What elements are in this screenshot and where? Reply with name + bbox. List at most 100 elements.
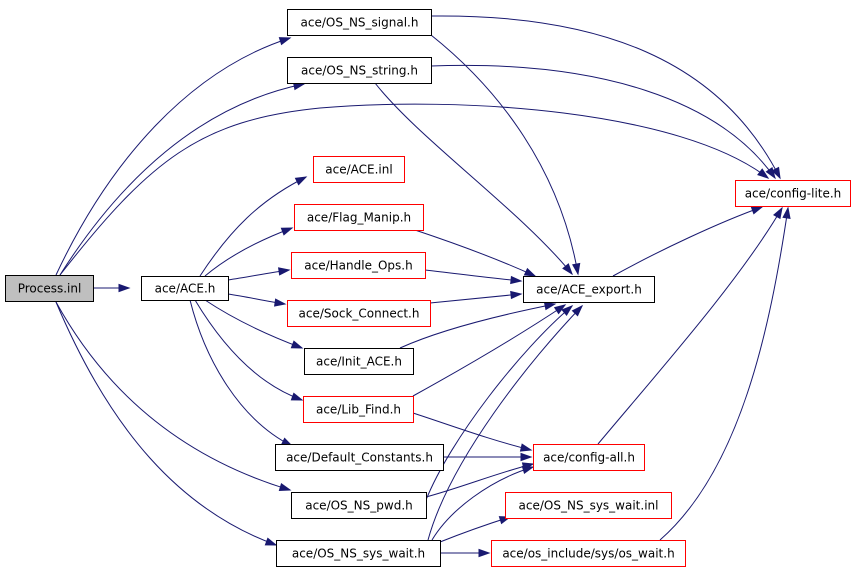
node-label: ace/config-all.h [543, 451, 635, 465]
node-box [291, 492, 427, 519]
edge-arrowhead [519, 443, 533, 452]
edge-ace-h-to-sock-connect-h [227, 293, 287, 307]
node-label: ace/OS_NS_string.h [301, 64, 418, 78]
edge-process-inl-to-os-ns-signal-h [55, 37, 292, 276]
edge-sock-connect-h-to-ace-export-h [429, 290, 523, 304]
edge-arrowhead [765, 166, 776, 180]
edge-arrowhead [264, 537, 278, 546]
edge-arrowhead [562, 263, 573, 276]
edge-arrowhead [523, 267, 537, 277]
edge-line [439, 516, 511, 543]
edge-arrowhead [278, 482, 292, 492]
edge-arrowhead [572, 262, 581, 276]
edge-line [199, 176, 307, 277]
node-ace-h[interactable]: ace/ACE.h [141, 276, 229, 301]
node-default-constants-h[interactable]: ace/Default_Constants.h [275, 444, 444, 471]
edge-ace-h-to-handle-ops-h [227, 267, 291, 281]
node-box [275, 444, 444, 471]
edge-os-ns-pwd-h-to-ace-export-h [425, 305, 574, 501]
node-sock-connect-h[interactable]: ace/Sock_Connect.h [287, 300, 431, 327]
node-box [291, 252, 426, 279]
edge-arrowhead [278, 267, 291, 276]
edge-arrowhead [274, 298, 287, 307]
node-box [5, 275, 94, 302]
node-os-ns-sys-wait-h[interactable]: ace/OS_NS_sys_wait.h [276, 540, 441, 567]
node-label: ace/config-lite.h [745, 187, 842, 201]
node-box [294, 204, 424, 231]
edge-arrowhead [290, 340, 304, 349]
edge-os-ns-string-h-to-config-lite-h [430, 64, 776, 180]
edge-os-ns-sys-wait-h-to-os-wait-h [440, 548, 491, 558]
edge-line [399, 303, 556, 349]
node-ace-export-h[interactable]: ace/ACE_export.h [523, 276, 655, 303]
edge-line [425, 305, 573, 501]
edge-arrowhead [773, 206, 783, 220]
edge-arrowhead [782, 206, 791, 219]
edge-line [597, 207, 783, 445]
edge-init-ace-h-to-ace-export-h [399, 301, 557, 349]
edge-process-inl-to-os-ns-string-h [59, 81, 306, 276]
edge-arrowhead [561, 305, 574, 316]
node-label: ace/Lib_Find.h [316, 403, 401, 417]
edge-ace-h-to-ace-inl [199, 176, 308, 277]
edge-line [412, 412, 532, 451]
node-os-ns-signal-h[interactable]: ace/OS_NS_signal.h [287, 9, 432, 36]
node-label: ace/OS_NS_sys_wait.inl [519, 499, 659, 513]
node-box [303, 396, 414, 423]
edge-arrowhead [118, 283, 131, 293]
edge-line [430, 15, 781, 179]
node-label: ace/OS_NS_sys_wait.h [292, 547, 425, 561]
edge-line [427, 305, 583, 541]
edge-line [59, 103, 769, 276]
edge-line [204, 227, 293, 277]
edge-ace-h-to-init-ace-h [204, 299, 304, 349]
edge-line [612, 206, 763, 277]
edge-arrowhead [520, 452, 533, 462]
node-box [491, 540, 686, 567]
node-box [313, 156, 405, 183]
edge-arrowhead [290, 392, 304, 401]
node-box [523, 276, 655, 303]
edge-os-wait-h-to-config-lite-h [659, 206, 791, 541]
node-label: ace/OS_NS_signal.h [301, 16, 419, 30]
node-box [304, 348, 414, 375]
edge-arrowhead [750, 206, 764, 215]
node-os-ns-pwd-h[interactable]: ace/OS_NS_pwd.h [291, 492, 427, 519]
edge-os-ns-signal-h-to-config-lite-h [430, 15, 781, 180]
edge-os-ns-sys-wait-h-to-ace-export-h [427, 304, 584, 541]
node-label: ace/Init_ACE.h [316, 355, 402, 369]
edge-lib-find-h-to-config-all-h [412, 412, 533, 452]
node-box [735, 180, 851, 207]
node-label: ace/os_include/sys/os_wait.h [502, 547, 674, 561]
node-os-ns-string-h[interactable]: ace/OS_NS_string.h [287, 57, 432, 84]
edge-arrowhead [510, 275, 523, 285]
node-os-ns-sys-wait-inl[interactable]: ace/OS_NS_sys_wait.inl [505, 492, 672, 519]
node-handle-ops-h[interactable]: ace/Handle_Ops.h [291, 252, 426, 279]
node-label: ace/Handle_Ops.h [304, 259, 412, 273]
edge-arrowhead [771, 166, 781, 180]
edge-line [431, 466, 534, 541]
edge-ace-h-to-lib-find-h [194, 299, 304, 401]
edge-config-all-h-to-config-lite-h [597, 206, 783, 445]
node-init-ace-h[interactable]: ace/Init_ACE.h [304, 348, 414, 375]
edge-lib-find-h-to-ace-export-h [412, 304, 567, 397]
node-config-all-h[interactable]: ace/config-all.h [533, 444, 645, 471]
edge-arrowhead [280, 227, 294, 236]
node-process-inl[interactable]: Process.inl [5, 275, 94, 302]
node-label: ace/OS_NS_pwd.h [305, 499, 413, 513]
edge-line [429, 293, 522, 304]
node-box [276, 540, 441, 567]
node-box [287, 9, 432, 36]
node-lib-find-h[interactable]: ace/Lib_Find.h [303, 396, 414, 423]
node-ace-inl[interactable]: ace/ACE.inl [313, 156, 405, 183]
node-config-lite-h[interactable]: ace/config-lite.h [735, 180, 851, 207]
edge-arrowhead [510, 290, 523, 300]
edge-line [55, 37, 291, 276]
edge-line [374, 82, 573, 275]
node-label: ace/Sock_Connect.h [299, 307, 420, 321]
node-os-wait-h[interactable]: ace/os_include/sys/os_wait.h [491, 540, 686, 567]
edge-line [189, 299, 293, 447]
node-flag-manip-h[interactable]: ace/Flag_Manip.h [294, 204, 424, 231]
edge-default-constants-h-to-config-all-h [442, 452, 533, 462]
edge-arrowhead [278, 37, 292, 46]
